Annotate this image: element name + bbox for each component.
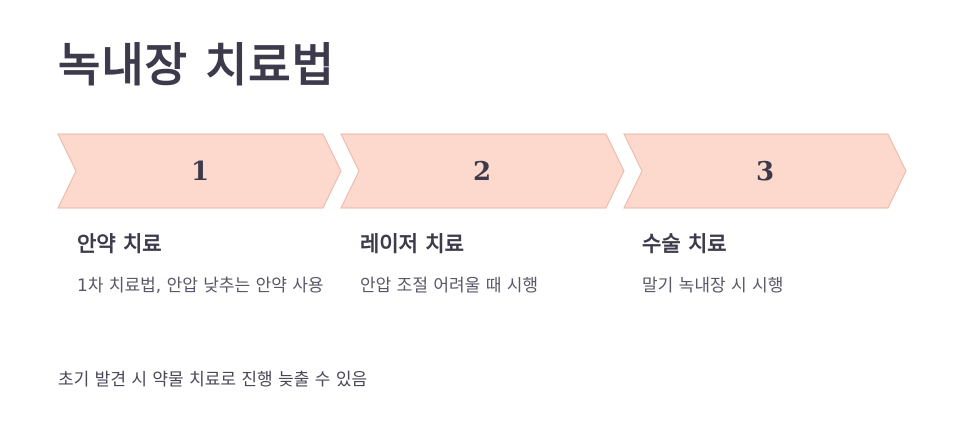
step-1-arrow: 1 [57,133,342,209]
step-3-arrow: 3 [623,133,907,209]
step-1-number: 1 [191,157,209,187]
step-2-description: 안압 조절 어려울 때 시행 [360,276,539,297]
step-1-block: 안약 치료 1차 치료법, 안압 낮추는 안약 사용 [77,230,327,301]
page-title: 녹내장 치료법 [58,38,335,92]
step-2-number: 2 [473,157,491,187]
step-2-chevron [340,133,625,209]
step-3-number: 3 [756,157,774,187]
step-1-heading: 안약 치료 [77,232,162,256]
step-1-chevron [57,133,342,209]
step-3-heading: 수술 치료 [642,232,727,256]
step-3-description: 말기 녹내장 시 시행 [642,276,784,297]
step-1-description: 1차 치료법, 안압 낮추는 안약 사용 [77,276,324,297]
step-2-arrow: 2 [340,133,625,209]
step-3-chevron [623,133,907,209]
step-2-block: 레이저 치료 안압 조절 어려울 때 시행 [360,230,610,301]
step-2-heading: 레이저 치료 [360,232,464,256]
footnote: 초기 발견 시 약물 치료로 진행 늦출 수 있음 [58,370,368,390]
step-3-block: 수술 치료 말기 녹내장 시 시행 [642,230,892,301]
